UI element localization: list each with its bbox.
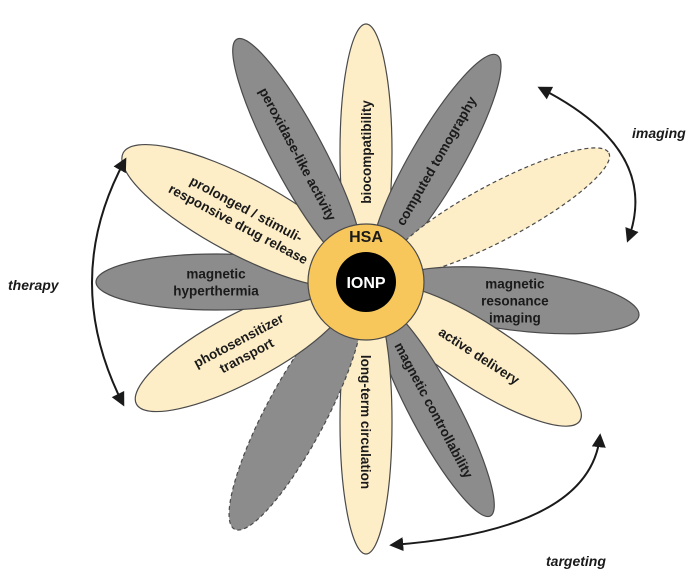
petal-label-biocompatibility: biocompatibility xyxy=(359,100,374,204)
targeting-arrow xyxy=(389,433,606,552)
therapy-arrow xyxy=(91,157,127,407)
imaging-arrow xyxy=(537,86,639,243)
ionp-label: IONP xyxy=(346,275,385,292)
hsa-label: HSA xyxy=(349,229,383,246)
petal-label-long-term-circulation: long-term circulation xyxy=(358,355,373,489)
targeting-label: targeting xyxy=(546,553,606,569)
therapy-label: therapy xyxy=(8,277,60,293)
ionp-core xyxy=(336,252,396,312)
imaging-label: imaging xyxy=(632,125,686,141)
petal-active-delivery: active delivery xyxy=(376,284,582,427)
